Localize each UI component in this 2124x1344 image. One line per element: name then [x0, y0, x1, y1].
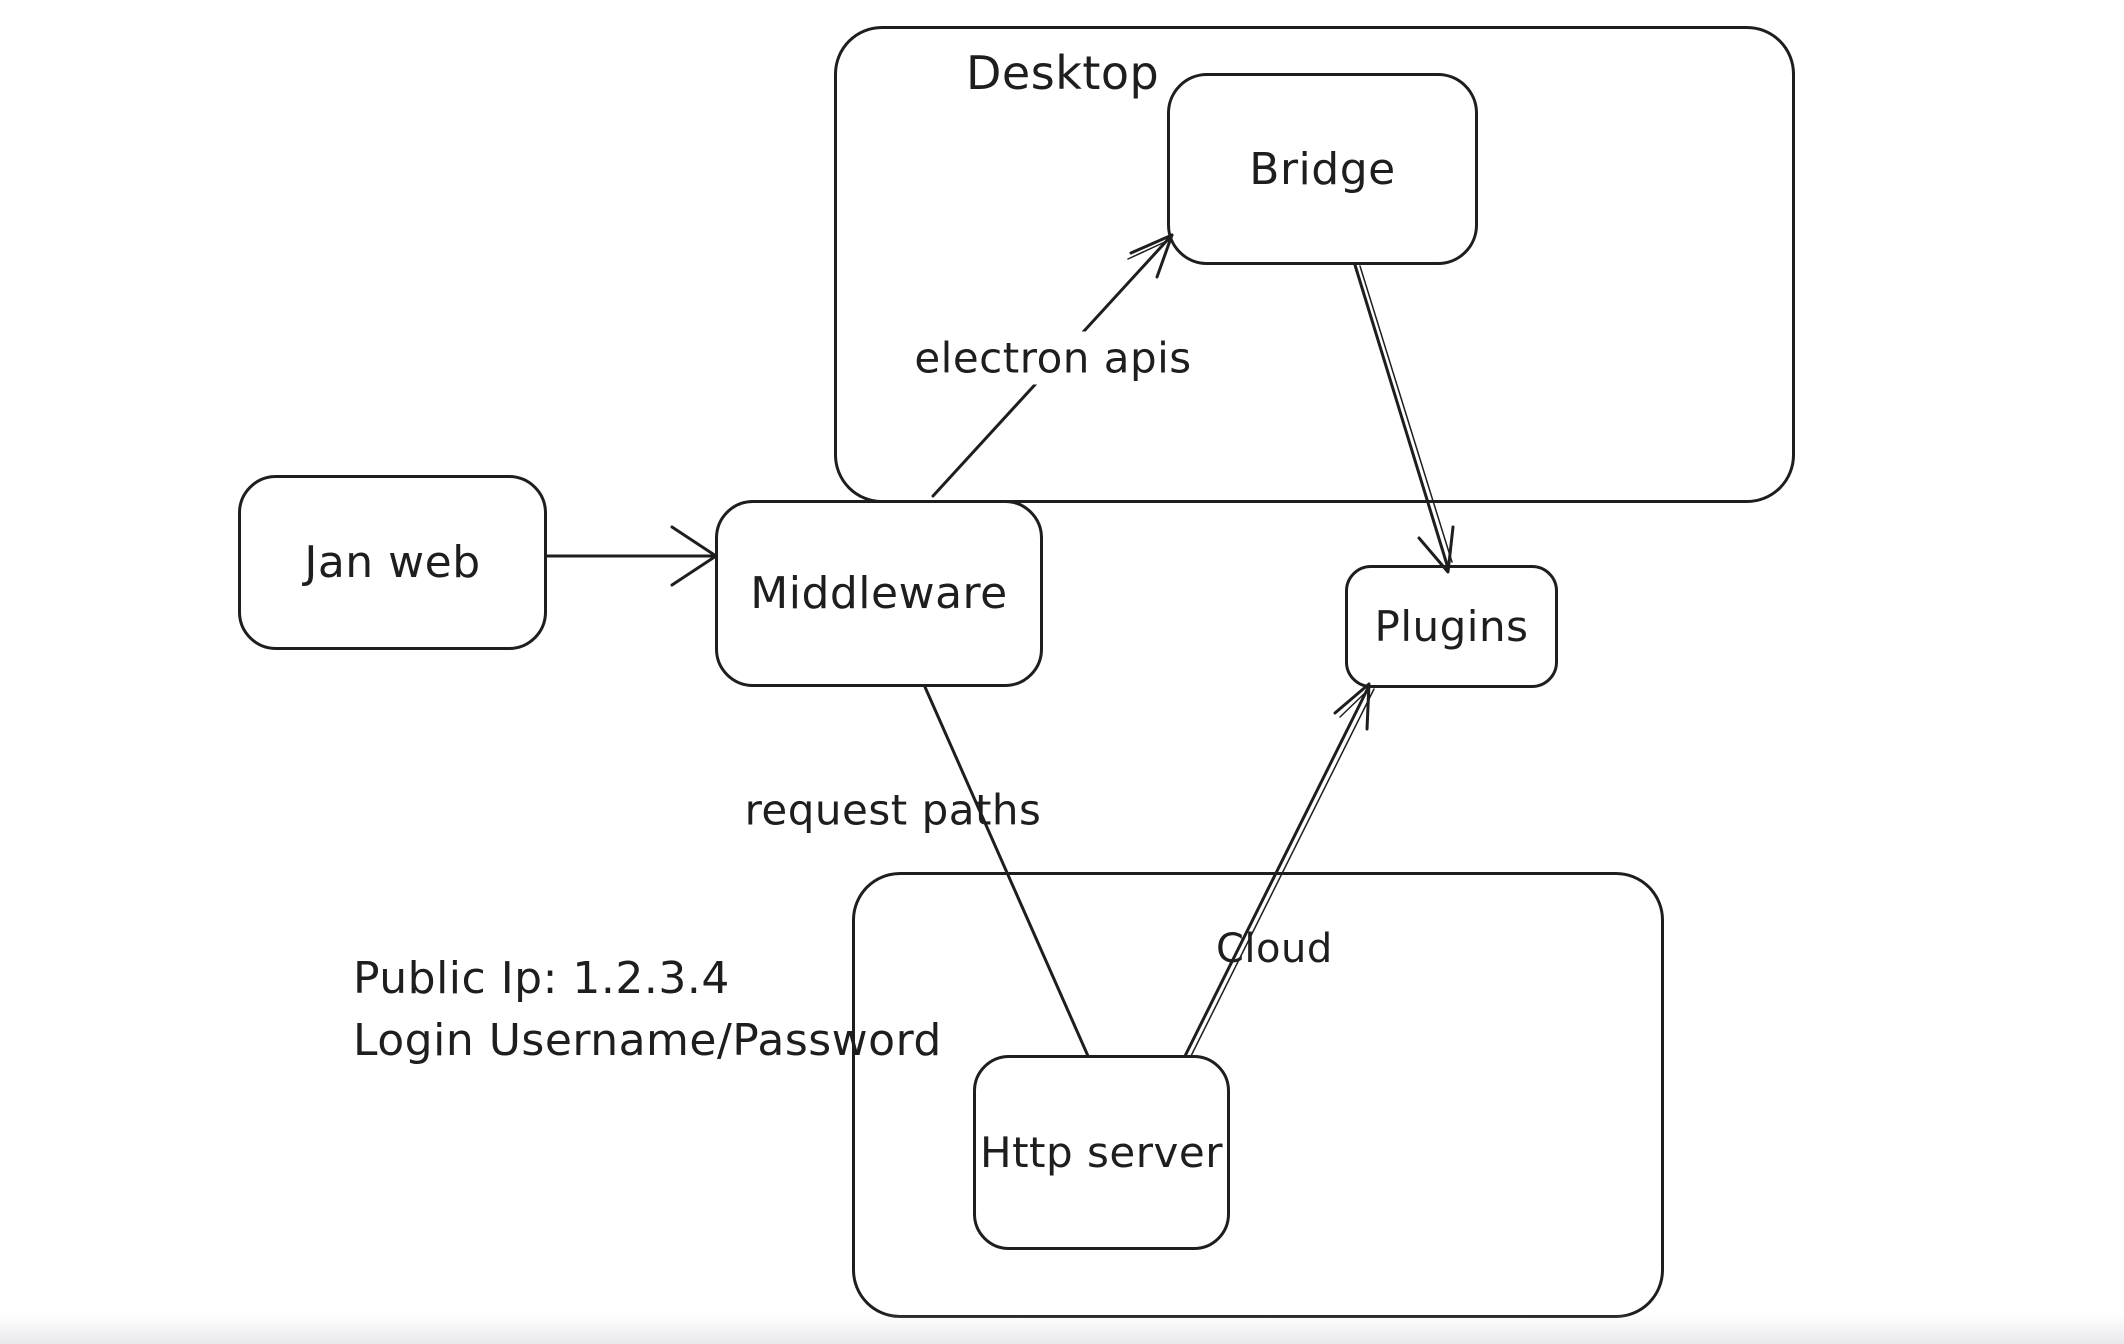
public-ip-annotation[interactable]: Public Ip: 1.2.3.4 Login Username/Passwo… — [353, 948, 942, 1072]
node-bridge[interactable]: Bridge — [1167, 73, 1478, 265]
container-cloud-label[interactable]: Cloud — [1216, 926, 1333, 972]
node-http-server-label: Http server — [980, 1128, 1223, 1177]
edge-label-electron-apis[interactable]: electron apis — [904, 331, 1202, 385]
edge-httpserver-to-plugins[interactable] — [1183, 682, 1375, 1058]
container-desktop[interactable] — [834, 26, 1795, 503]
bottom-fade-strip — [0, 1314, 2124, 1344]
public-ip-line: Public Ip: 1.2.3.4 — [353, 953, 730, 1004]
node-http-server[interactable]: Http server — [973, 1055, 1230, 1250]
edge-bridge-to-plugins[interactable] — [1353, 263, 1455, 574]
node-middleware-label: Middleware — [750, 568, 1008, 619]
login-line: Login Username/Password — [353, 1015, 942, 1066]
node-bridge-label: Bridge — [1249, 143, 1396, 195]
edge-middleware-to-httpserver[interactable] — [923, 685, 1090, 1058]
node-jan-web-label: Jan web — [304, 537, 481, 588]
edge-label-request-paths[interactable]: request paths — [744, 785, 1042, 835]
edge-janweb-to-middleware[interactable] — [545, 525, 718, 587]
node-middleware[interactable]: Middleware — [715, 500, 1043, 687]
node-jan-web[interactable]: Jan web — [238, 475, 547, 650]
container-desktop-label[interactable]: Desktop — [966, 46, 1160, 100]
node-plugins[interactable]: Plugins — [1345, 565, 1558, 688]
node-plugins-label: Plugins — [1374, 602, 1529, 651]
